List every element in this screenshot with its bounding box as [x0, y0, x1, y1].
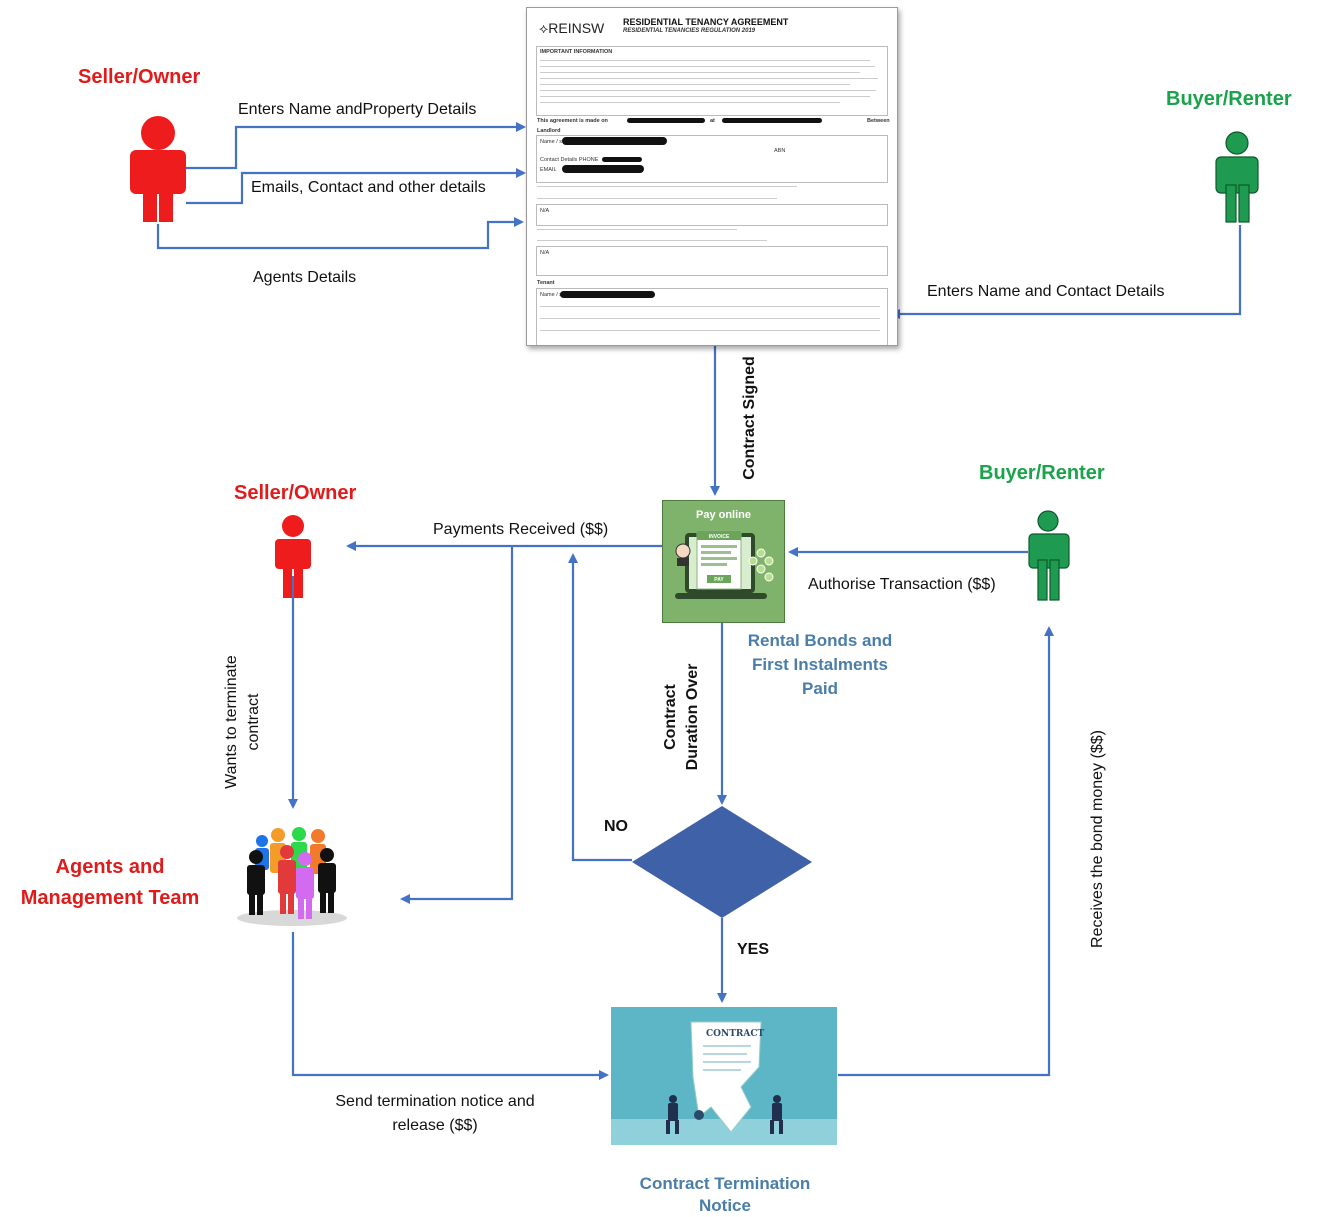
document-subtitle: RESIDENTIAL TENANCIES REGULATION 2019 [623, 28, 756, 34]
torn-contract-icon [666, 1021, 783, 1134]
label-authorise: Authorise Transaction ($$) [808, 576, 996, 593]
label-termination-notice: Contract Termination Notice [639, 1174, 811, 1215]
label-enters-contact: Enters Name and Contact Details [927, 283, 1165, 300]
label-yes: YES [737, 941, 770, 958]
label-rental-bonds: Rental Bonds and First Instalments Paid [747, 631, 893, 698]
invoice-label: INVOICE [709, 534, 730, 540]
agents-team-label: Agents and Management Team [20, 856, 200, 909]
pay-online-title: Pay online [695, 509, 752, 521]
buyer-top-person-icon [1215, 131, 1259, 223]
seller-top-person-icon [130, 116, 186, 222]
contract-title: CONTRACT [706, 1029, 765, 1039]
contract-termination-image: CONTRACT [611, 1007, 837, 1145]
seller-top-label: Seller/Owner [78, 66, 201, 88]
label-contract-signed: Contract Signed [741, 356, 758, 480]
tenancy-agreement-document: ⟡REINSW RESIDENTIAL TENANCY AGREEMENT RE… [526, 7, 898, 346]
na-second: N/A [540, 250, 550, 256]
reinsw-logo: ⟡REINSW [539, 20, 605, 36]
decision-diamond [632, 806, 812, 918]
team-group-icon [237, 827, 347, 926]
arrow-receives-bond [838, 626, 1054, 1077]
between-label: Between [867, 118, 890, 124]
arrow-send-notice [291, 932, 609, 1080]
seller-mid-person-icon [275, 515, 311, 598]
laptop-invoice-icon: INVOICE PAY [675, 530, 774, 599]
arrow-no-loop [568, 553, 632, 862]
at-label: at [710, 118, 715, 124]
label-receives-bond: Receives the bond money ($$) [1089, 730, 1106, 948]
contact-details-label: Contact Details PHONE [540, 157, 599, 163]
landlord-name-label: Name / s [540, 139, 563, 145]
buyer-mid-label: Buyer/Renter [979, 462, 1105, 484]
pay-online-image: Pay online INVOICE PAY [662, 500, 785, 623]
tenant-label: Tenant [537, 280, 555, 286]
landlord-address-box [536, 204, 888, 226]
arrow-buyer-contact [890, 225, 1242, 319]
na-first: N/A [540, 208, 550, 214]
made-on-label: This agreement is made on [537, 118, 608, 124]
landlord-box [536, 135, 888, 183]
label-send-notice: Send termination notice and release ($$) [335, 1093, 535, 1134]
buyer-mid-person-icon [1028, 510, 1070, 601]
document-title: RESIDENTIAL TENANCY AGREEMENT [623, 17, 789, 27]
landlord-label: Landlord [537, 128, 561, 134]
label-duration-over: Contract Duration Over [662, 663, 701, 771]
pay-button-label: PAY [714, 577, 724, 583]
important-info-box [536, 46, 888, 116]
arrow-agents-details [156, 217, 524, 250]
arrow-payments-to-agents [400, 546, 514, 904]
arrow-property-details [186, 122, 526, 170]
tenant-box [536, 288, 888, 345]
seller-mid-label: Seller/Owner [234, 482, 357, 504]
label-no: NO [604, 818, 628, 835]
important-info-heading: IMPORTANT INFORMATION [540, 49, 613, 55]
buyer-top-label: Buyer/Renter [1166, 88, 1292, 110]
arrow-emails-contact [186, 168, 526, 205]
label-emails-contact: Emails, Contact and other details [251, 179, 486, 196]
abn-label: ABN [774, 148, 786, 154]
corporation-box [536, 246, 888, 276]
label-agents-details: Agents Details [253, 269, 357, 286]
email-label: EMAIL [540, 167, 557, 173]
label-wants-terminate: Wants to terminate contract [223, 655, 262, 789]
tenant-name-label: Name / s [540, 292, 563, 298]
label-enters-property: Enters Name andProperty Details [238, 101, 477, 118]
label-payments-received: Payments Received ($$) [433, 521, 609, 538]
